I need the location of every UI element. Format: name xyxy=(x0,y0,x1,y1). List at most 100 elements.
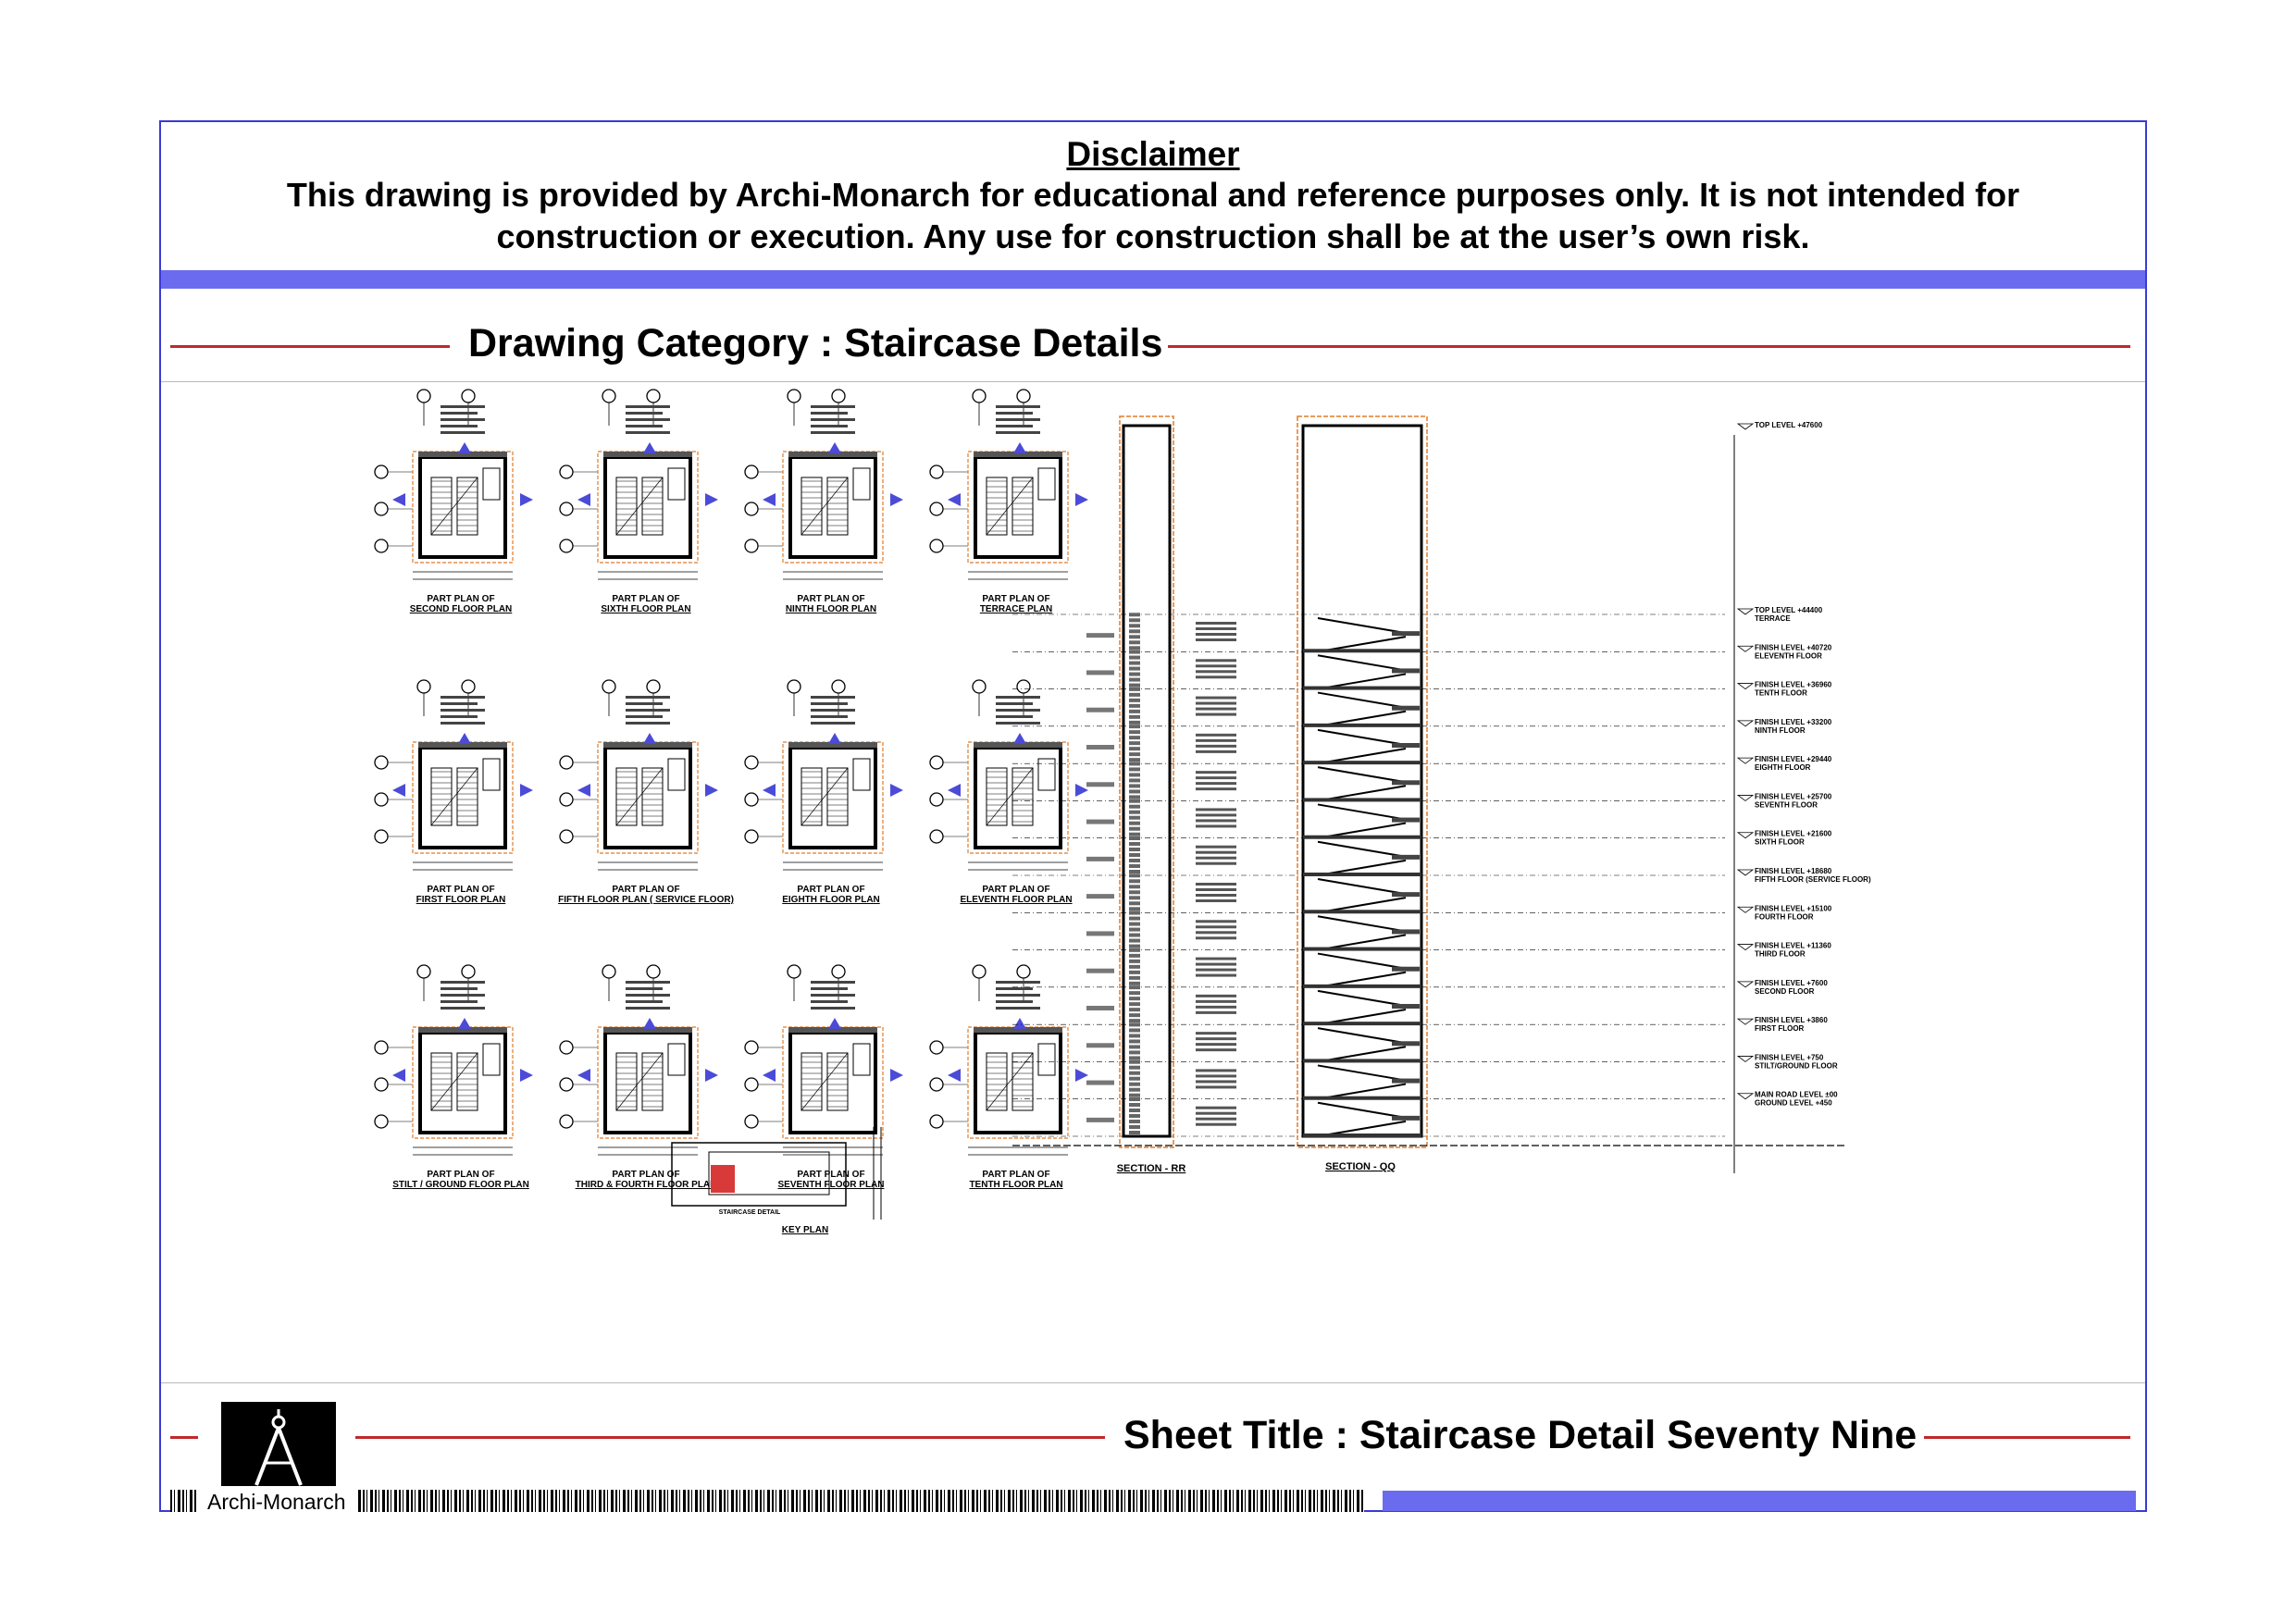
brand-name: Archi-Monarch xyxy=(207,1490,346,1514)
stair-flight xyxy=(430,477,453,536)
stair-flight xyxy=(826,767,849,826)
grid-bubble xyxy=(744,539,759,553)
stair-step xyxy=(1129,666,1140,671)
cut-line xyxy=(615,1052,664,1111)
door xyxy=(482,467,501,501)
note-line xyxy=(626,425,663,427)
slab-edge xyxy=(788,1027,877,1033)
stair-step xyxy=(1129,752,1140,757)
note-line xyxy=(1196,1122,1236,1126)
stair-flight xyxy=(641,767,664,826)
stair-step xyxy=(1129,1114,1140,1118)
grid-bubble xyxy=(787,389,801,403)
note-line xyxy=(1196,787,1236,791)
stair-step xyxy=(1129,1071,1140,1075)
grid-bubble xyxy=(374,755,389,770)
plan-caption-line1: PART PLAN OF xyxy=(427,885,494,895)
section-marker xyxy=(577,784,590,797)
slab-edge xyxy=(603,1027,692,1033)
disclaimer-line-2: construction or execution. Any use for c… xyxy=(496,217,1810,255)
grid-bubble xyxy=(787,679,801,694)
note-line xyxy=(441,715,478,718)
note-line xyxy=(441,994,485,997)
note-line xyxy=(626,418,670,421)
slab-edge xyxy=(418,452,507,457)
note-line xyxy=(1196,1032,1236,1035)
grid-bubble xyxy=(744,1040,759,1055)
note-line xyxy=(811,722,855,725)
stair-flight xyxy=(986,767,1008,826)
key-plan-label: KEY PLAN xyxy=(782,1225,828,1235)
note-line xyxy=(1196,1111,1236,1115)
stair-flight xyxy=(641,477,664,536)
level-floor: FIRST FLOOR xyxy=(1755,1024,1805,1033)
key-plan-building xyxy=(708,1151,830,1196)
grid-bubble xyxy=(559,502,574,516)
note-line xyxy=(626,981,670,984)
section-marker xyxy=(1075,784,1088,797)
note-line xyxy=(1196,957,1236,960)
level-floor: SIXTH FLOOR xyxy=(1755,838,1805,847)
stair-step xyxy=(1129,1056,1140,1060)
level-floor: FIFTH FLOOR (SERVICE FLOOR) xyxy=(1755,875,1871,884)
stair-step xyxy=(1129,953,1140,958)
landing xyxy=(1392,1004,1420,1009)
grid-bubble xyxy=(646,389,661,403)
wall xyxy=(974,746,1062,849)
cut-line xyxy=(986,767,1034,826)
grid-bubble xyxy=(374,465,389,479)
stair-step xyxy=(1129,815,1140,820)
landing xyxy=(1392,780,1420,786)
stair-step xyxy=(1129,810,1140,814)
landing xyxy=(1392,929,1420,935)
compass-icon xyxy=(254,1409,303,1486)
grid-bubble xyxy=(602,389,616,403)
note-line xyxy=(1196,633,1236,636)
stair-step xyxy=(1129,870,1140,873)
grid-bubble xyxy=(374,502,389,516)
note-line xyxy=(441,412,478,415)
floor-slab xyxy=(1303,1134,1421,1137)
section-marker xyxy=(948,784,961,797)
note-line xyxy=(441,405,485,408)
note-line xyxy=(811,696,855,699)
door xyxy=(667,1043,686,1076)
level-name: TOP LEVEL +44400 xyxy=(1755,606,1823,614)
grid-bubble xyxy=(559,755,574,770)
wall xyxy=(788,1031,877,1134)
note-line xyxy=(1196,931,1236,935)
stair-step xyxy=(1129,720,1140,725)
stair-step xyxy=(1129,836,1140,840)
grid-bubble xyxy=(559,792,574,807)
note-line xyxy=(441,425,478,427)
stair-step xyxy=(1129,1034,1140,1038)
grid-bubble xyxy=(602,679,616,694)
plan-caption-line1: PART PLAN OF xyxy=(427,594,494,604)
stair-step xyxy=(1129,1103,1140,1107)
note-line xyxy=(996,702,1033,705)
grid-bubble xyxy=(929,502,944,516)
level-name: FINISH LEVEL +21600 xyxy=(1755,830,1832,838)
level-tag xyxy=(1086,633,1114,638)
stair-step xyxy=(1129,916,1140,921)
section-marker xyxy=(828,1018,841,1029)
cut-line xyxy=(986,1052,1034,1111)
note-line xyxy=(441,431,485,434)
floor-slab xyxy=(1303,1059,1421,1063)
note-line xyxy=(1196,622,1236,625)
level-name: FINISH LEVEL +40720 xyxy=(1755,643,1832,651)
section-marker xyxy=(763,1069,776,1082)
note-line xyxy=(1196,808,1236,812)
door xyxy=(482,758,501,791)
note-line xyxy=(1196,707,1236,711)
note-line xyxy=(996,405,1040,408)
stair-flight xyxy=(456,767,478,826)
note-line xyxy=(1196,962,1236,966)
stair-step xyxy=(1129,911,1140,915)
grid-bubble xyxy=(1016,389,1031,403)
landing xyxy=(1392,1078,1420,1084)
level-tag xyxy=(1086,1080,1114,1085)
plan-caption-line2: FIRST FLOOR PLAN xyxy=(416,895,506,905)
